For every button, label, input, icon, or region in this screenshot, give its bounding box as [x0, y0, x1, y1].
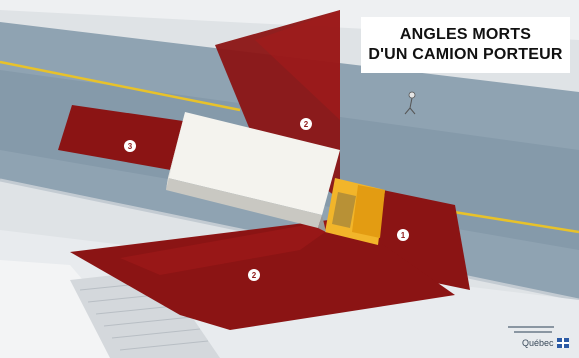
title-box: ANGLES MORTS D'UN CAMION PORTEUR — [361, 17, 570, 73]
zone-marker: 2 — [300, 118, 312, 130]
title-line-2: D'UN CAMION PORTEUR — [368, 45, 562, 65]
title-line-1: ANGLES MORTS — [400, 25, 531, 45]
quebec-logo: Québec — [508, 322, 570, 352]
logo-wordmark: Québec — [522, 338, 554, 348]
zone-marker: 3 — [124, 140, 136, 152]
zone-marker: 2 — [248, 269, 260, 281]
quebec-flag-icon — [557, 338, 569, 348]
zone-marker: 1 — [397, 229, 409, 241]
logo-fine-print — [514, 331, 552, 333]
logo-fine-print — [508, 326, 554, 328]
